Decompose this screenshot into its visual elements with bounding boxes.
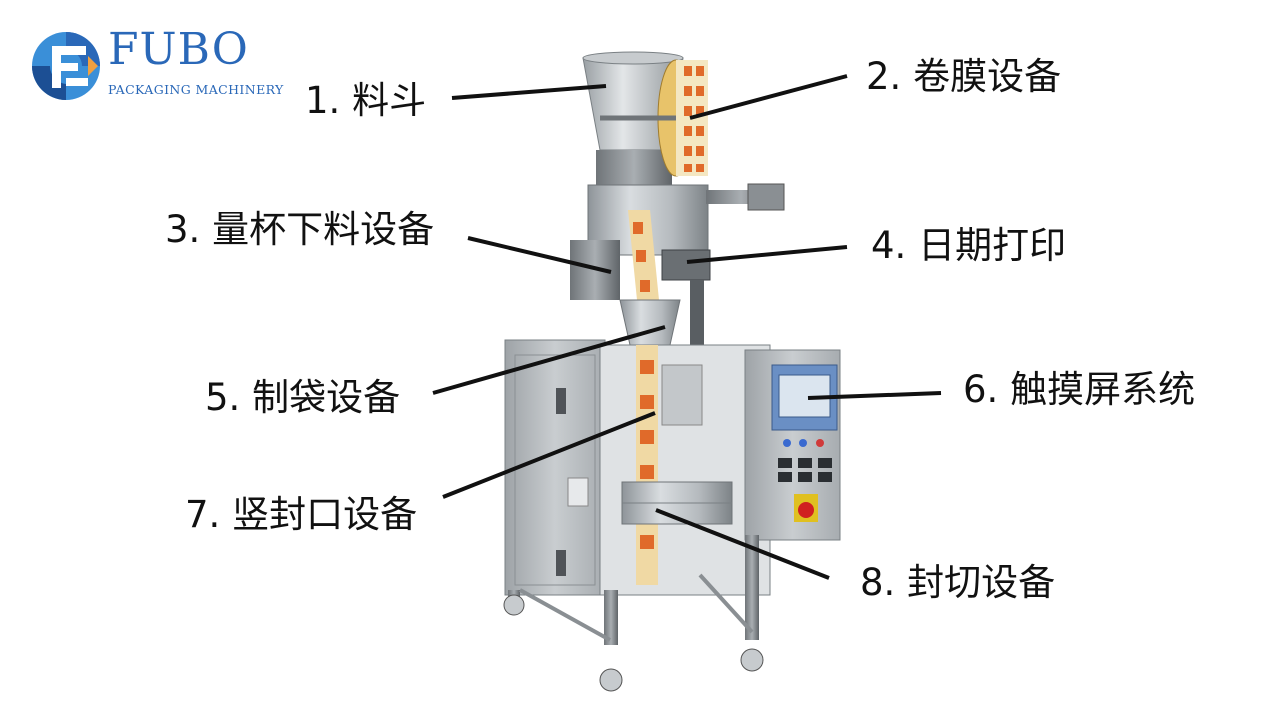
label-vertical-sealing-device: 7. 竖封口设备 <box>185 493 418 536</box>
leader-line-5 <box>432 325 666 395</box>
leader-line-2 <box>689 74 848 120</box>
brand-tagline: PACKAGING MACHINERY <box>108 82 284 97</box>
label-seal-cut-device: 8. 封切设备 <box>860 561 1056 604</box>
leader-line-1 <box>451 84 607 100</box>
label-date-printing: 4. 日期打印 <box>871 224 1067 267</box>
leader-line-7 <box>442 411 656 499</box>
label-hopper: 1. 料斗 <box>305 79 427 122</box>
label-film-roll-device: 2. 卷膜设备 <box>866 55 1062 98</box>
label-bag-making-device: 5. 制袋设备 <box>205 376 401 419</box>
leader-line-3 <box>467 236 612 274</box>
leader-line-8 <box>655 508 830 580</box>
leader-line-4 <box>686 245 848 264</box>
leader-line-6 <box>807 391 942 400</box>
label-touch-screen-system: 6. 触摸屏系统 <box>963 368 1196 411</box>
brand-name: FUBO <box>108 24 249 75</box>
label-measuring-cup-feeder: 3. 量杯下料设备 <box>165 208 435 251</box>
fubo-logo-icon <box>30 28 102 104</box>
